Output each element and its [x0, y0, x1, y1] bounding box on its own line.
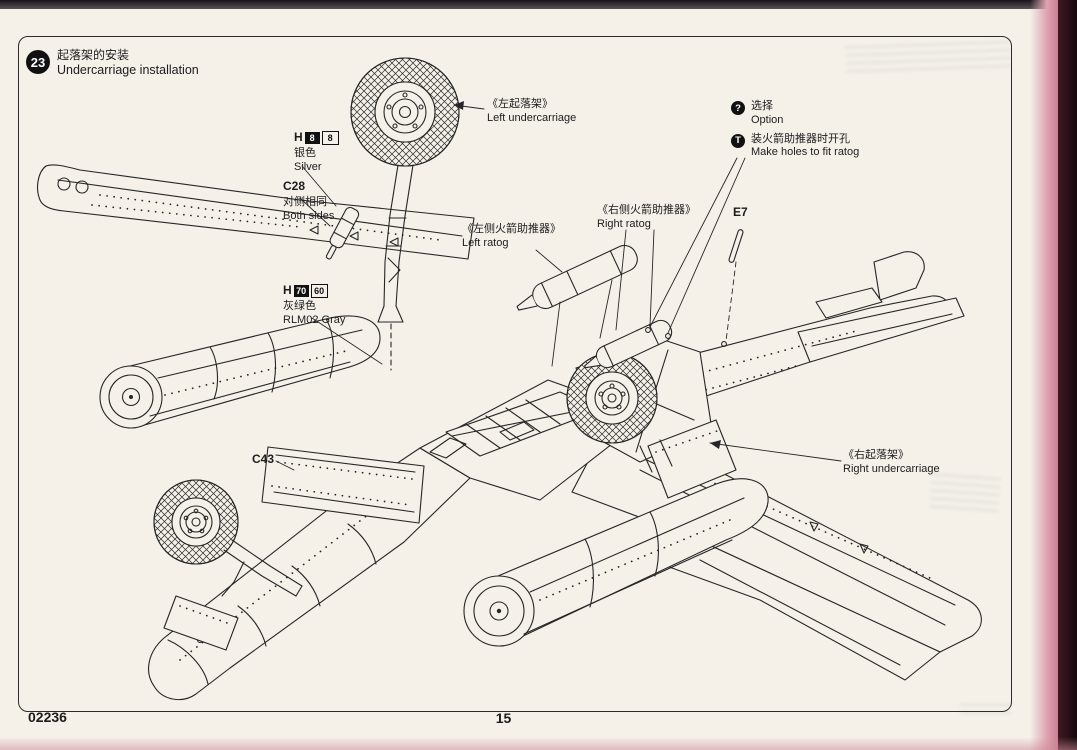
nose-gear	[153, 479, 303, 651]
legend-option-zh: 选择	[751, 100, 773, 112]
callout-right-undercarriage-en: Right undercarriage	[843, 463, 940, 476]
paint-gray-zh: 灰绿色	[283, 299, 316, 312]
left-wing	[37, 164, 475, 260]
left-main-gear-wheel	[350, 57, 460, 371]
scan-edge-top	[0, 0, 1077, 9]
left-engine-nacelle	[99, 315, 381, 429]
paint-silver-zh: 银色	[294, 146, 316, 159]
paint-box-1: 70	[293, 284, 309, 297]
callout-c28: C28 对侧相同 Both sides	[283, 179, 334, 223]
page-frame-border	[18, 36, 1012, 712]
callout-right-ratog: 《右侧火箭助推器》 Right ratog	[597, 203, 696, 232]
scan-edge-bottom	[0, 737, 1077, 750]
callout-right-undercarriage-zh: 《右起落架》	[843, 449, 909, 461]
callout-left-undercarriage-zh: 《左起落架》	[487, 98, 553, 110]
paint-code-silver: H 8 8	[294, 130, 339, 146]
left-ratog-booster	[516, 244, 638, 311]
paint-gray-en: RLM02 Gray	[283, 313, 346, 326]
step-title-zh: 起落架的安装	[57, 48, 130, 62]
callout-e7: E7	[733, 205, 748, 221]
kit-number: 02236	[28, 709, 67, 725]
legend-option-text: 选择 Option	[751, 100, 783, 128]
paint-silver-en: Silver	[294, 160, 322, 173]
step-title-en: Undercarriage installation	[57, 63, 199, 77]
part-code-c43: C43	[252, 452, 275, 466]
callout-paint-gray: H 70 60 灰绿色 RLM02 Gray	[283, 283, 345, 327]
holes-symbol-icon: T	[731, 133, 745, 148]
callout-left-ratog-zh: 《左侧火箭助推器》	[462, 223, 561, 235]
callout-right-ratog-zh: 《右侧火箭助推器》	[597, 204, 696, 216]
c28-note-zh: 对侧相同	[283, 195, 327, 208]
callout-left-ratog: 《左侧火箭助推器》 Left ratog	[462, 222, 561, 251]
paint-box-2: 8	[321, 130, 339, 145]
step-number-badge: 23	[26, 50, 50, 74]
symbol-legend: ? 选择 Option T 装火箭助推器时开孔 Make holes to fi…	[731, 100, 859, 165]
paint-box-2: 60	[310, 283, 328, 298]
paint-brand-letter: H	[294, 130, 303, 144]
legend-holes-text: 装火箭助推器时开孔 Make holes to fit ratog	[751, 133, 859, 161]
scan-edge-right-pink	[1030, 0, 1058, 750]
part-code-e7: E7	[733, 205, 748, 219]
paint-box-1: 8	[304, 131, 320, 144]
paint-brand-letter: H	[283, 283, 292, 297]
callout-paint-silver: H 8 8 银色 Silver	[294, 130, 339, 174]
right-main-gear	[566, 339, 737, 499]
legend-holes-zh: 装火箭助推器时开孔	[751, 132, 850, 145]
leader-lines	[275, 101, 842, 471]
c43-door	[261, 446, 425, 524]
legend-option-row: ? 选择 Option	[731, 100, 859, 128]
right-engine-nacelle	[463, 478, 769, 647]
e7-part	[728, 229, 744, 263]
callout-left-undercarriage-en: Left undercarriage	[487, 112, 577, 125]
scan-edge-right-dark	[1058, 0, 1077, 750]
callout-c43: C43	[252, 452, 274, 468]
callout-left-ratog-en: Left ratog	[462, 237, 509, 250]
print-bleed-ghost	[960, 698, 1012, 714]
right-ratog-booster	[584, 319, 673, 369]
ratog-mount-holes	[645, 327, 727, 347]
part-code-c28: C28	[283, 179, 306, 193]
callout-right-undercarriage: 《右起落架》 Right undercarriage	[843, 448, 940, 477]
callout-right-ratog-en: Right ratog	[597, 218, 651, 231]
legend-option-en: Option	[751, 113, 784, 126]
legend-holes-en: Make holes to fit ratog	[751, 146, 860, 159]
option-symbol-icon: ?	[731, 101, 745, 115]
page-number: 15	[495, 710, 512, 726]
paint-code-gray: H 70 60	[283, 283, 345, 299]
legend-holes-row: T 装火箭助推器时开孔 Make holes to fit ratog	[731, 133, 859, 161]
c28-part	[325, 206, 360, 260]
callout-left-undercarriage: 《左起落架》 Left undercarriage	[487, 97, 576, 126]
step-title: 起落架的安装 Undercarriage installation	[57, 48, 199, 79]
c28-note-en: Both sides	[283, 209, 335, 222]
